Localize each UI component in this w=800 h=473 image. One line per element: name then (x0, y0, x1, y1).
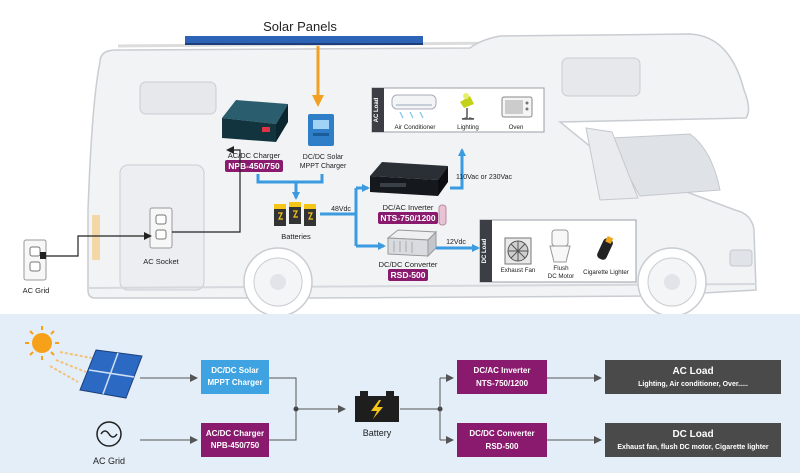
dc-load-tag: DC Load (482, 238, 488, 263)
flow-battery-label: Battery (363, 428, 392, 438)
inverter-model: NTS-750/1200 (380, 213, 436, 223)
mppt-charger-line2: MPPT Charger (300, 163, 347, 170)
flow-ac-load-box (605, 360, 781, 394)
flow-charger-box (201, 423, 269, 457)
ac-dc-charger-title: AC/DC Charger (228, 151, 281, 160)
flow-inverter-line1: DC/AC Inverter (474, 366, 531, 375)
ac-socket-device (149, 207, 173, 249)
exhaust-fan-label: Exhaust Fan (501, 267, 536, 274)
sun-icon (25, 326, 93, 383)
ac-grid-outlet (23, 239, 47, 281)
rear-wheel (243, 247, 313, 317)
ac-dc-charger-model: NPB-450/750 (228, 161, 280, 171)
solar-panels-label: Solar Panels (263, 19, 337, 34)
cigarette-lighter-label: Cigarette Lighter (583, 269, 629, 276)
flow-converter-line2: RSD-500 (486, 442, 519, 451)
solar-panel-icon (79, 349, 143, 399)
socket-to-charger-wire (172, 146, 241, 233)
air-conditioner-label: Air Conditioner (395, 124, 436, 131)
ac-socket-label: AC Socket (143, 257, 179, 266)
oven-label: Oven (509, 124, 524, 131)
flow-dc-load-box (605, 423, 781, 457)
grid-to-socket-wire (44, 232, 152, 257)
batteries-device (274, 202, 316, 226)
flow-charger-line2: NPB-450/750 (211, 441, 260, 450)
flow-mppt-line2: MPPT Charger (207, 378, 262, 387)
flush-label-2: DC Motor (548, 273, 574, 280)
ac-load-tag: AC Load (374, 97, 380, 122)
toilet-icon (549, 229, 571, 263)
overcab-window (561, 57, 641, 97)
converter-device (386, 229, 438, 258)
merge-node (293, 406, 299, 412)
flow-ac-load-desc: Lighting, Air conditioner, Over..... (638, 381, 748, 388)
lamp-icon (460, 93, 475, 120)
side-window (139, 81, 217, 115)
inverter-device (370, 162, 448, 196)
flow-converter-line1: DC/DC Converter (469, 429, 534, 438)
oven-icon (501, 96, 533, 118)
mppt-to-battery-wire (296, 174, 324, 184)
cigarette-lighter-icon (597, 235, 614, 260)
converter-model: RSD-500 (391, 270, 426, 280)
v48-label: 48Vdc (331, 206, 351, 213)
inverter-to-ac-load-wire (450, 148, 466, 190)
vac-label: 110Vac or 230Vac (456, 174, 513, 181)
ac-dc-charger-device (222, 100, 288, 142)
flow-converter-box (457, 423, 547, 457)
v12-label: 12Vdc (446, 239, 466, 246)
roof-solar-panel (185, 36, 423, 45)
flow-inverter-line2: NTS-750/1200 (476, 379, 529, 388)
flow-charger-line1: AC/DC Charger (206, 429, 264, 438)
ac-grid-label-top: AC Grid (23, 286, 50, 295)
inverter-model-tag (378, 212, 438, 224)
awning-strip (92, 215, 100, 260)
cab-door-window (585, 127, 639, 201)
converter-title: DC/DC Converter (379, 260, 438, 269)
flow-mppt-box (201, 360, 269, 394)
exhaust-fan-icon (504, 237, 532, 265)
grid-plug (40, 252, 46, 259)
battery-icon (355, 391, 399, 422)
converter-model-tag (388, 269, 428, 281)
ac-grid-icon (96, 421, 122, 447)
mppt-charger-device (308, 114, 334, 146)
charger-to-battery-wire (256, 174, 300, 200)
headlight (729, 249, 753, 267)
dc-load-panel: DC Load Exhaust Fan Flush DC Motor Cigar… (479, 219, 637, 283)
flow-mppt-line1: DC/DC Solar (211, 366, 259, 375)
flush-label-1: Flush (553, 265, 569, 272)
batteries-label: Batteries (281, 232, 311, 241)
mppt-charger-line1: DC/DC Solar (303, 154, 344, 161)
air-conditioner-icon (391, 94, 437, 119)
flow-inverter-box (457, 360, 547, 394)
ac-grid-label: AC Grid (93, 456, 125, 466)
inverter-title: DC/AC Inverter (383, 203, 434, 212)
flow-dc-load-title: DC Load (672, 429, 713, 440)
ac-load-panel: AC Load Air Conditioner Lighting Oven (371, 87, 545, 133)
front-wheel (637, 247, 707, 317)
flow-dc-load-desc: Exhaust fan, flush DC motor, Cigarette l… (617, 444, 769, 451)
lighting-label: Lighting (457, 124, 479, 131)
flow-ac-load-title: AC Load (672, 366, 713, 377)
inverter-cable (438, 204, 447, 226)
